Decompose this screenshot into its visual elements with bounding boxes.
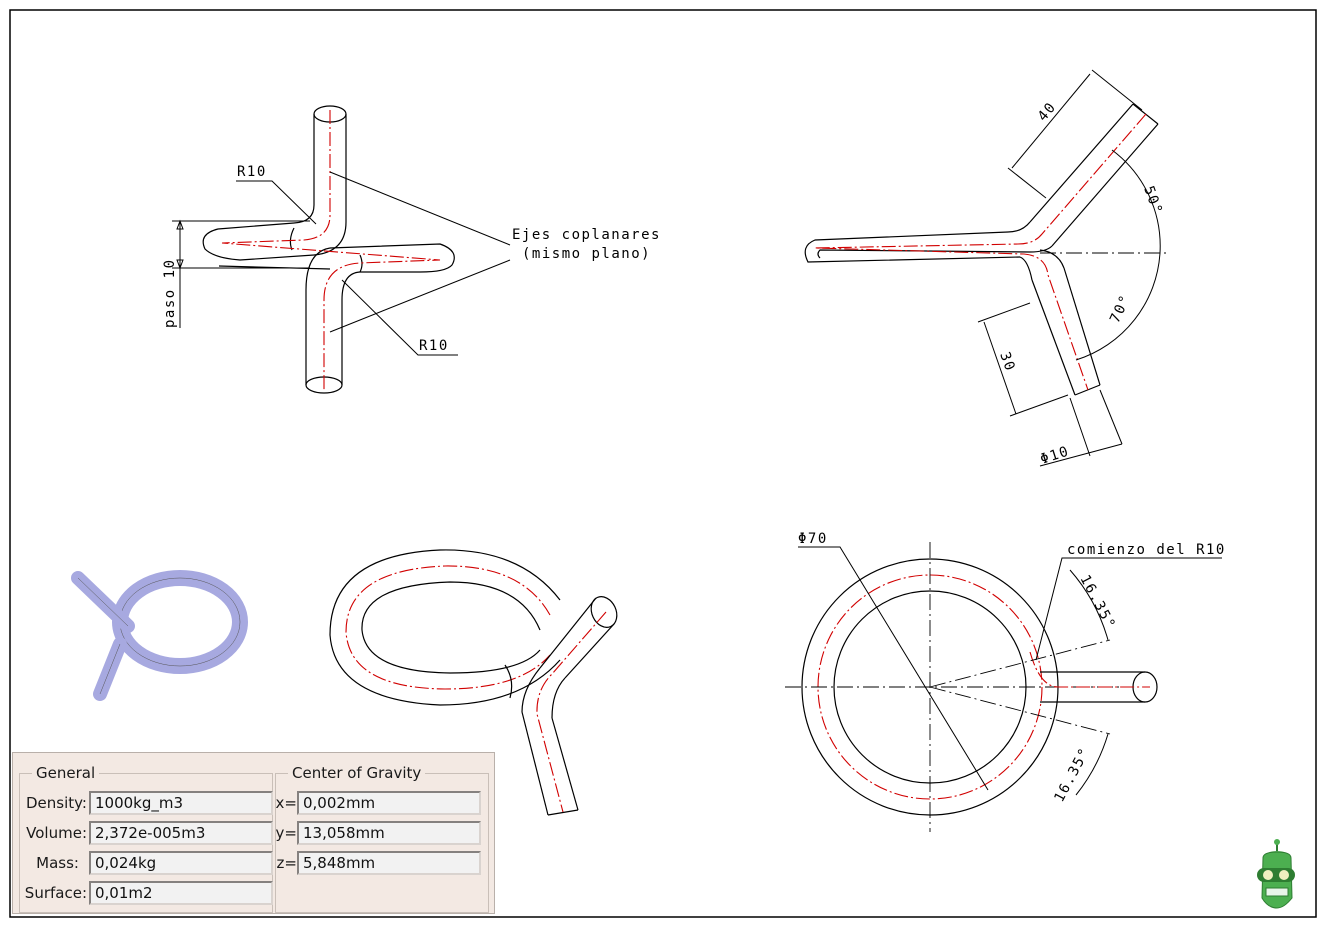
density-field[interactable]: 1000kg_m3 xyxy=(89,791,273,815)
cog-x-label: x= xyxy=(275,794,297,812)
front-view xyxy=(172,105,511,394)
mass-properties-panel: General Center of Gravity Density: 1000k… xyxy=(12,752,495,914)
cog-z-label: z= xyxy=(276,854,297,872)
surface-label: Surface: xyxy=(24,884,87,902)
front-radius-bottom-label: R10 xyxy=(419,338,449,354)
cog-y-field[interactable]: 13,058mm xyxy=(297,821,481,845)
top-angle-lower-label: 16.35° xyxy=(1051,745,1093,805)
center-of-gravity-group: Center of Gravity xyxy=(275,764,489,913)
coplanar-note-line2: (mismo plano) xyxy=(522,246,651,262)
volume-label: Volume: xyxy=(26,824,87,842)
surface-field[interactable]: 0,01m2 xyxy=(89,881,273,905)
top-start-note: comienzo del R10 xyxy=(1067,542,1226,558)
shaded-iso-view xyxy=(71,570,248,701)
top-angle-upper-label: 16.35° xyxy=(1076,572,1118,632)
front-pitch-label: paso 10 xyxy=(162,258,178,328)
side-diameter-label: Φ10 xyxy=(1038,443,1071,467)
top-diameter-label: Φ70 xyxy=(798,531,828,547)
side-length-bottom-label: 30 xyxy=(996,350,1018,374)
density-label: Density: xyxy=(26,794,87,812)
side-view xyxy=(804,69,1170,467)
coplanar-note-line1: Ejes coplanares xyxy=(512,227,661,243)
volume-field[interactable]: 2,372e-005m3 xyxy=(89,821,273,845)
cog-group-title: Center of Gravity xyxy=(288,764,426,782)
sheet-frame xyxy=(9,9,1317,918)
wire-iso-view xyxy=(329,549,618,816)
mass-label: Mass: xyxy=(36,854,79,872)
cog-y-label: y= xyxy=(275,824,297,842)
cog-z-field[interactable]: 5,848mm xyxy=(297,851,481,875)
side-angle-top-label: 50° xyxy=(1140,184,1165,217)
general-group-title: General xyxy=(32,764,100,782)
top-view xyxy=(785,542,1222,832)
front-radius-top-label: R10 xyxy=(237,164,267,180)
side-length-top-label: 40 xyxy=(1035,99,1060,124)
side-angle-bottom-label: 70° xyxy=(1107,292,1134,326)
cog-x-field[interactable]: 0,002mm xyxy=(297,791,481,815)
robot-head-logo-icon xyxy=(1257,839,1295,909)
mass-field[interactable]: 0,024kg xyxy=(89,851,273,875)
